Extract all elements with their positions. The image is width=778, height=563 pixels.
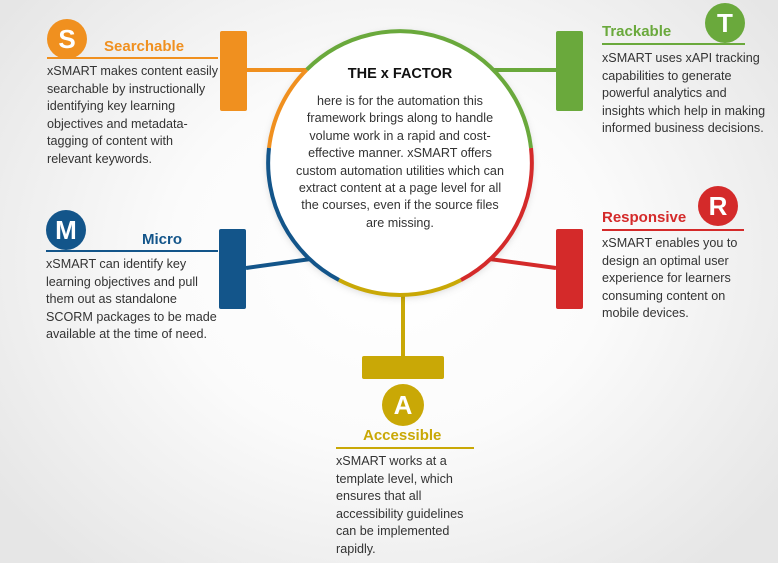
center-description: here is for the automation this framewor…	[296, 94, 504, 230]
ring-arc-blue	[266, 147, 340, 282]
responsive-badge-icon: R	[698, 186, 738, 226]
accessible-badge-icon: A	[382, 384, 424, 426]
searchable-underline	[47, 57, 218, 59]
bar-searchable	[220, 31, 247, 111]
searchable-badge-icon: S	[47, 19, 87, 59]
connector-responsive	[481, 256, 557, 270]
micro-underline	[46, 250, 218, 252]
trackable-description: xSMART uses xAPI tracking capabilities t…	[602, 51, 766, 136]
responsive-title: Responsive	[602, 209, 687, 226]
accessible-underline	[336, 447, 474, 449]
ring-arc-red	[460, 147, 534, 282]
bar-trackable	[556, 31, 583, 111]
micro-description: xSMART can identify key learning objecti…	[46, 257, 217, 342]
ring-arc-orange	[267, 68, 309, 149]
responsive-underline	[602, 229, 744, 231]
ring-arc-yellow	[338, 278, 462, 297]
searchable-description: xSMART makes content easily searchable b…	[47, 64, 219, 166]
center-circle-fill	[268, 31, 532, 295]
searchable-title: Searchable	[104, 38, 185, 55]
trackable-badge-icon: T	[705, 3, 745, 43]
responsive-description: xSMART enables you to design an optimal …	[602, 236, 738, 321]
bar-accessible	[362, 356, 444, 379]
ring-arc-green	[305, 29, 533, 149]
bar-micro	[219, 229, 246, 309]
micro-title: Micro	[142, 231, 183, 248]
accessible-title: Accessible	[363, 427, 442, 444]
trackable-title: Trackable	[602, 23, 672, 40]
accessible-description: xSMART works at a template level, which …	[336, 454, 464, 556]
center-title: THE x FACTOR	[347, 66, 453, 82]
trackable-underline	[602, 43, 745, 45]
bar-responsive	[556, 229, 583, 309]
micro-badge-icon: M	[46, 210, 86, 250]
connector-micro	[245, 256, 319, 270]
